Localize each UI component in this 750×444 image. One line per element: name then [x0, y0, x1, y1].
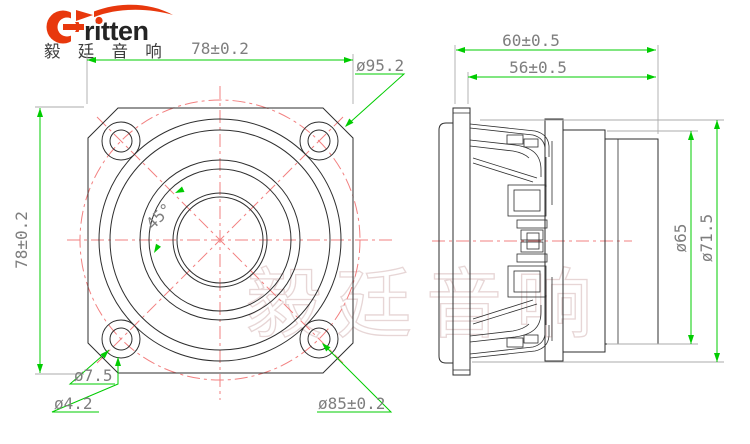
brand-name: ritten: [84, 16, 149, 46]
dim-label-magnet-diameter: ø65: [671, 224, 690, 253]
square-flange-outline: [87, 107, 354, 374]
dimension-lines: [37, 47, 720, 413]
i-dot: [95, 16, 103, 25]
dim-label-flange-diagonal: ø95.2: [356, 56, 404, 75]
brand-logo: ritten 毅 廷 音 响: [44, 4, 173, 61]
dim-label-counterbore: ø7.5: [74, 366, 113, 385]
extension-lines: [35, 45, 724, 375]
brand-chinese-name: 毅 廷 音 响: [44, 42, 168, 61]
front-centerlines: [67, 86, 392, 400]
dimension-labels: 78±0.2 ø95.2 78±0.2 45° ø7.5 ø4.2 ø85±0.…: [12, 31, 716, 413]
dim-label-depth-total: 60±0.5: [502, 31, 560, 50]
speaker-front-circles: [98, 118, 342, 362]
bolt-circle-centerline: [79, 99, 361, 381]
side-view-drawing: [432, 107, 659, 376]
front-gasket: [438, 122, 454, 364]
dim-label-angle: 45°: [142, 199, 176, 233]
logo-swoosh: [88, 4, 173, 19]
flange-plate: [452, 107, 471, 376]
dim-label-overall-diameter: ø71.5: [697, 214, 716, 262]
dim-label-depth-frame: 56±0.5: [509, 58, 567, 77]
dim-label-front-width: 78±0.2: [191, 39, 249, 58]
front-view-drawing: [67, 86, 392, 400]
dim-label-front-height: 78±0.2: [12, 211, 31, 269]
mounting-holes: [101, 121, 339, 359]
dim-label-hole: ø4.2: [54, 394, 93, 413]
dim-label-bolt-circle: ø85±0.2: [318, 394, 385, 413]
